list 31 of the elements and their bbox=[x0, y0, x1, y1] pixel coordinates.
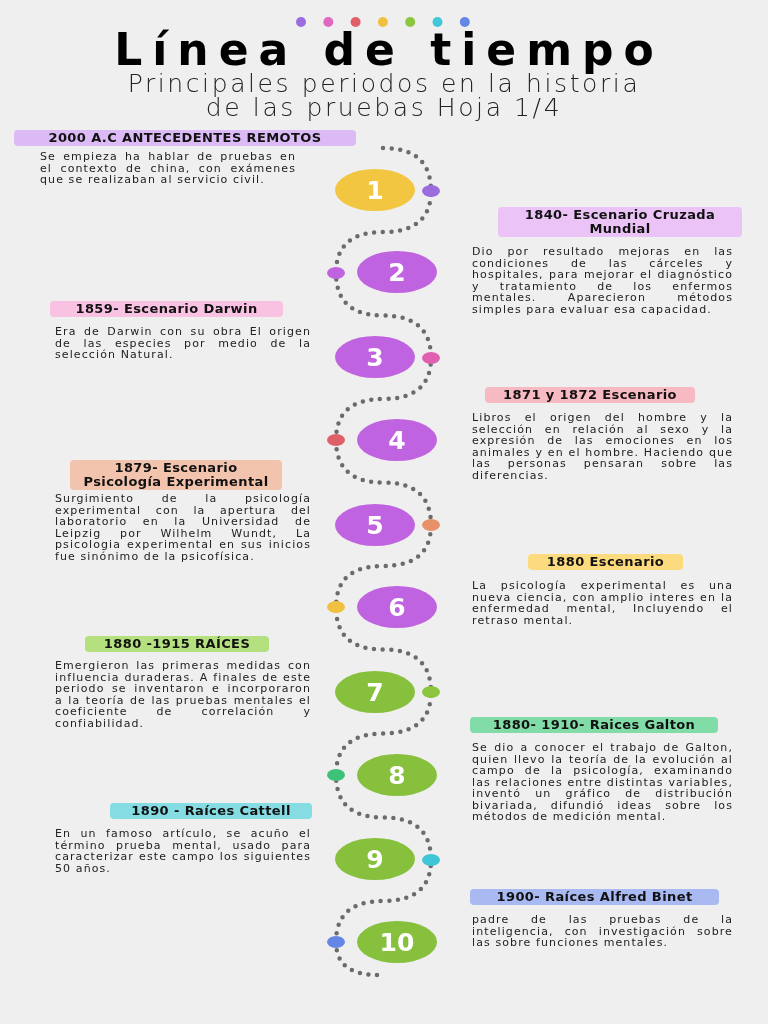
description-text: En un famoso artículo, se acuño el término prueba mental, usado para caracterizar este campo los siguientes 50 años. bbox=[55, 828, 311, 874]
numbered-circle: 2 bbox=[357, 251, 437, 293]
period-heading: 1880 Escenario bbox=[528, 554, 683, 570]
numbered-circle: 1 bbox=[335, 169, 415, 211]
numbered-circle: 8 bbox=[357, 754, 437, 796]
period-heading: 1859- Escenario Darwin bbox=[50, 301, 283, 317]
period-heading: 1879- Escenario Psicología Experimental bbox=[70, 460, 282, 490]
description-text: Se dio a conocer el trabajo de Galton, quien llevo la teoría de la evolución al campo de la psicología, examinando las relaciones entre distintas variables, inventó un gráfico de distribución bivariada, difundió ideas sobre los métodos de medición mental. bbox=[472, 742, 733, 823]
numbered-circle: 10 bbox=[357, 921, 437, 963]
period-heading: 2000 A.C ANTECEDENTES REMOTOS bbox=[14, 130, 356, 146]
period-heading: 1880- 1910- Raices Galton bbox=[470, 717, 718, 733]
numbered-circle: 6 bbox=[357, 586, 437, 628]
numbered-circle: 3 bbox=[335, 336, 415, 378]
period-heading: 1900- Raíces Alfred Binet bbox=[470, 889, 719, 905]
numbered-circle: 4 bbox=[357, 419, 437, 461]
period-heading: 1871 y 1872 Escenario bbox=[485, 387, 695, 403]
numbered-circle: 9 bbox=[335, 838, 415, 880]
period-heading: 1840- Escenario Cruzada Mundial bbox=[498, 207, 742, 237]
description-text: Libros el origen del hombre y la selección en relación al sexo y la expresión de las emociones en los animales y en el hombre. Haciendo que las personas pensaran sobre las diferencias. bbox=[472, 412, 733, 481]
numbered-circle: 5 bbox=[335, 504, 415, 546]
description-text: Se empieza ha hablar de pruebas en el contexto de china, con exámenes que se realizaban al servicio civil. bbox=[40, 151, 296, 186]
period-heading: 1890 - Raíces Cattell bbox=[110, 803, 312, 819]
description-text: La psicología experimental es una nueva ciencia, con amplio interes en la enfermedad mental, Incluyendo el retraso mental. bbox=[472, 580, 733, 626]
description-text: Era de Darwin con su obra El origen de las especies por medio de la selección Natural. bbox=[55, 326, 311, 361]
numbered-circle: 7 bbox=[335, 671, 415, 713]
description-text: Dio por resultado mejoras en las condiciones de las cárceles y hospitales, para mejorar el diagnóstico y tratamiento de los enfermos mentales. Aparecieron métodos simples para evaluar esa capacidad. bbox=[472, 246, 733, 315]
description-text: padre de las pruebas de la inteligencia, con investigación sobre las sobre funciones mentales. bbox=[472, 914, 733, 949]
period-heading: 1880 -1915 RAÍCES bbox=[85, 636, 269, 652]
description-text: Emergieron las primeras medidas con influencia duraderas. A finales de este periodo se inventaron e incorporaron a la teoría de las pruebas mentales el coeficiente de correlación y confiabilidad. bbox=[55, 660, 311, 729]
description-text: Surgimiento de la psicología experimental con la apertura del laboratorio en la Universidad de Leipzig por Wilhelm Wundt, La psicologia experimental en sus inicios fue sinónimo de la psicofísica. bbox=[55, 493, 311, 562]
subtitle: Principales periodos en la historia de las pruebas Hoja 1/4 bbox=[126, 72, 641, 120]
